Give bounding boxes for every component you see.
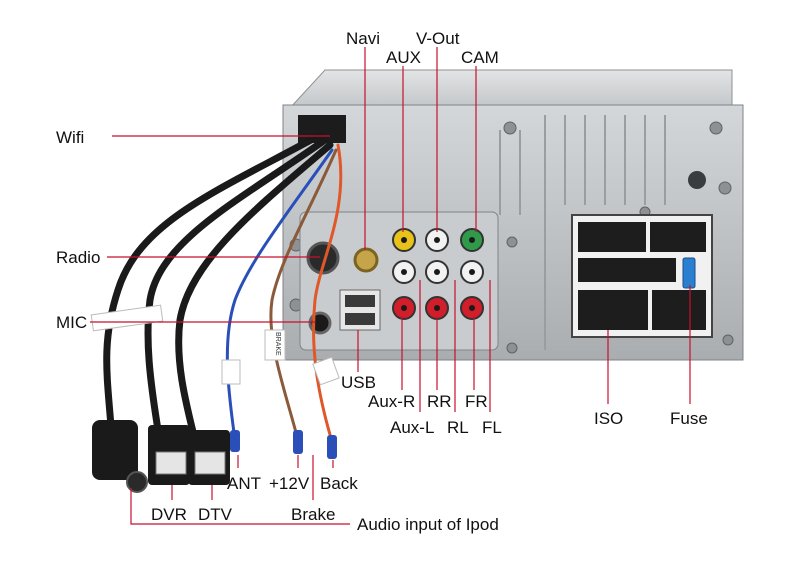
label-mic: MIC [56, 313, 88, 332]
cable-dvr [103, 131, 324, 444]
label-wifi: Wifi [56, 128, 85, 147]
label-usb: USB [341, 373, 376, 392]
ipod-audio-plug [92, 420, 138, 480]
label-radio: Radio [56, 248, 101, 267]
label-cam: CAM [461, 48, 499, 67]
label-12v: +12V [269, 474, 310, 493]
label-fr: FR [465, 392, 488, 411]
cable-dtv [144, 136, 329, 434]
navi-gps-connector [353, 247, 379, 273]
cable-back-orange [312, 143, 343, 447]
label-fl: FL [482, 418, 502, 437]
chassis-ribs [499, 115, 666, 350]
label-aux-l: Aux-L [390, 418, 435, 437]
radio-antenna-socket [306, 241, 340, 275]
label-fuse: Fuse [670, 409, 708, 428]
12v-plug [293, 430, 303, 454]
label-navi: Navi [346, 29, 381, 48]
cable-ant-blue [225, 148, 334, 442]
chassis-top-face [288, 69, 733, 109]
label-aux-r: Aux-R [368, 392, 416, 411]
usb-ports [339, 289, 381, 331]
label-brake: Brake [291, 505, 336, 524]
cable-dtv-2 [175, 141, 334, 444]
label-dtv: DTV [198, 505, 232, 524]
fuse [682, 257, 696, 289]
brake-wire-tag: BRAKE [274, 332, 281, 356]
callout-ipod [130, 488, 350, 525]
back-plug [327, 435, 337, 459]
chassis-hole [688, 171, 706, 189]
cable-12v-brown [269, 148, 338, 442]
label-v-out: V-Out [416, 29, 460, 48]
cable-tags: BRAKE [90, 304, 340, 386]
ant-plug [230, 430, 240, 452]
label-audio-input-ipod: Audio input of Ipod [357, 515, 499, 534]
label-aux: AUX [386, 48, 421, 67]
label-rr: RR [427, 392, 452, 411]
cables [103, 131, 343, 447]
cable-plugs [92, 420, 337, 493]
label-back: Back [320, 474, 358, 493]
label-dvr: DVR [151, 505, 187, 524]
rca-jacks [392, 228, 484, 320]
label-iso: ISO [594, 409, 624, 428]
label-rl: RL [447, 418, 469, 437]
label-ant: ANT [227, 474, 261, 493]
callout-lines [90, 47, 691, 525]
